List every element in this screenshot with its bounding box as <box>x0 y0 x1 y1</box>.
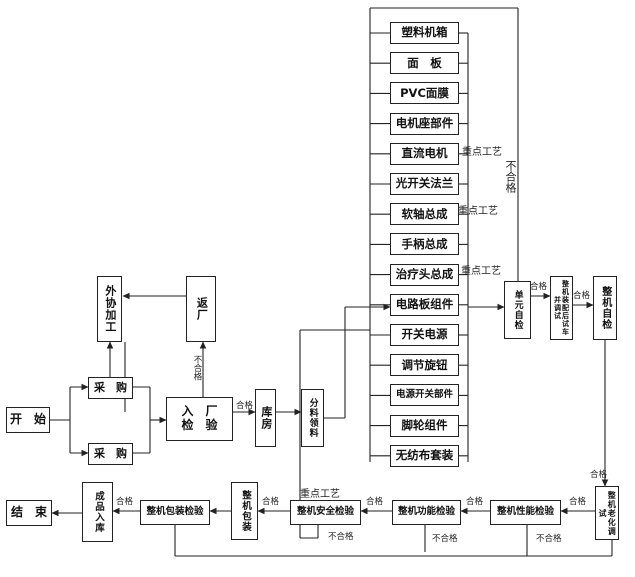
machine-self-check-node: 整机自检 <box>593 276 617 340</box>
fail-label-components: 不合格 <box>504 160 517 193</box>
component-box: 电机座部件 <box>390 112 459 135</box>
purchase-node-2: 采 购 <box>88 443 133 465</box>
component-box: 软轴总成 <box>390 203 459 226</box>
unit-self-inspect-node: 单元自检 <box>504 281 531 339</box>
component-box: 面 板 <box>390 52 459 75</box>
start-node: 开 始 <box>6 407 50 433</box>
packing-node: 整机包装 <box>231 482 258 540</box>
safety-test-node: 整机安全检验 <box>290 500 361 525</box>
pass-label-function: 合格 <box>366 497 384 507</box>
purchase-node-1: 采 购 <box>88 377 133 399</box>
component-box: 电源开关部件 <box>390 384 459 407</box>
component-box: PVC面膜 <box>390 82 459 105</box>
pass-label-performance: 合格 <box>466 497 484 507</box>
key-process-label-head: 重点工艺 <box>461 266 501 277</box>
performance-test-node: 整机性能检验 <box>490 500 561 525</box>
fail-label-function: 不合格 <box>432 534 458 544</box>
fail-label-performance: 不合格 <box>536 534 562 544</box>
pass-label-aging: 合格 <box>569 497 587 507</box>
key-process-label-motor: 重点工艺 <box>462 147 502 158</box>
distribute-node: 分料领料 <box>301 389 324 447</box>
pass-label-pack-test: 合格 <box>116 497 134 507</box>
key-process-label-safety: 重点工艺 <box>300 489 340 500</box>
fail-label-incoming: 不合格 <box>192 355 202 381</box>
component-box: 手柄总成 <box>390 233 459 256</box>
pass-label-unit: 合格 <box>530 282 548 292</box>
fail-label-safety: 不合格 <box>328 532 354 542</box>
pass-label-safety: 合格 <box>262 497 280 507</box>
warehouse-node: 库房 <box>255 389 276 447</box>
component-box: 塑料机箱 <box>390 22 459 44</box>
pass-label-assembly: 合格 <box>573 291 591 301</box>
component-box: 电路板组件 <box>390 293 459 316</box>
component-box: 光开关法兰 <box>390 173 459 195</box>
end-node: 结 束 <box>6 500 52 526</box>
component-box: 开关电源 <box>390 324 459 346</box>
stock-in-node: 成品入库 <box>82 482 113 542</box>
incoming-inspection-node: 入 厂 检 验 <box>166 397 233 441</box>
outsource-node: 外协加工 <box>97 276 122 342</box>
component-box: 调节旋钮 <box>390 354 459 377</box>
component-box: 无纺布套装 <box>390 444 459 467</box>
function-test-node: 整机功能检验 <box>392 500 461 525</box>
return-factory-node: 返厂 <box>186 276 216 342</box>
aging-debug-node: 整机老化调试 <box>595 486 619 540</box>
component-box: 直流电机 <box>390 142 459 165</box>
key-process-label-shaft: 重点工艺 <box>458 206 498 217</box>
pass-label-incoming: 合格 <box>236 401 254 411</box>
pass-label-self-check: 合格 <box>590 470 608 480</box>
assembly-test-node: 整机装配后试车并调试 <box>550 276 573 340</box>
packing-test-node: 整机包装检验 <box>140 500 210 525</box>
component-box: 脚轮组件 <box>390 414 459 437</box>
component-box: 治疗头总成 <box>390 263 459 286</box>
